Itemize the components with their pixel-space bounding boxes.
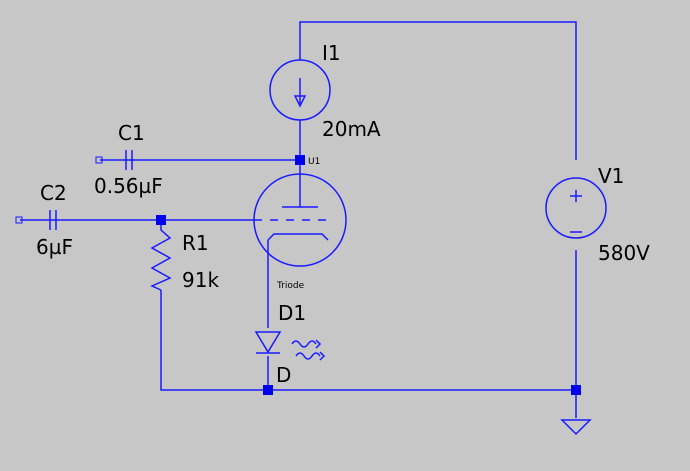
wire-top: [299, 21, 577, 160]
i1-value-label: 20mA: [322, 117, 381, 141]
v1-value-label: 580V: [598, 241, 650, 265]
d1-ref-label: D1: [278, 301, 306, 325]
junction-node: [156, 215, 166, 225]
c2-value-label: 6µF: [36, 235, 73, 259]
wires: [20, 21, 577, 418]
junction-node: [295, 155, 305, 165]
r1-value-label: 91k: [182, 268, 219, 292]
u1-ref-label: U1: [308, 157, 320, 167]
c2-ref-label: C2: [40, 181, 67, 205]
junction-node: [571, 385, 581, 395]
junction-node: [263, 385, 273, 395]
ground-icon: [560, 419, 592, 436]
u1-model-label: Triode: [276, 281, 305, 291]
r1-ref-label: R1: [182, 231, 209, 255]
capacitor-icon[interactable]: [95, 150, 133, 170]
triode-icon[interactable]: [253, 173, 347, 267]
i1-ref-label: I1: [322, 41, 341, 65]
c1-ref-label: C1: [118, 121, 145, 145]
c1-value-label: 0.56µF: [94, 174, 163, 198]
capacitor-icon[interactable]: [15, 210, 57, 230]
v1-ref-label: V1: [598, 164, 624, 188]
resistor-icon[interactable]: [150, 220, 172, 291]
current-source-icon[interactable]: [269, 59, 331, 121]
d1-net-label: D: [276, 363, 291, 387]
voltage-source-icon[interactable]: [545, 177, 607, 239]
wire-r1-bottom: [160, 290, 268, 391]
led-icon[interactable]: [254, 331, 326, 361]
